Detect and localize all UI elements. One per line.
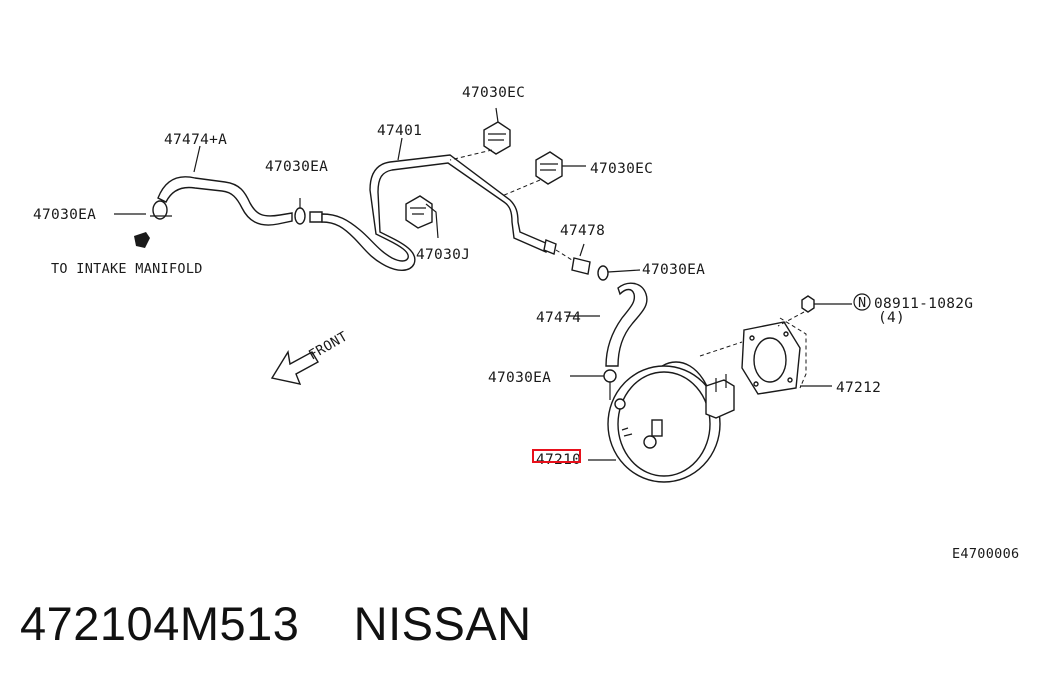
front-arrow-icon bbox=[270, 350, 319, 385]
clip-47030ec-top[interactable] bbox=[449, 107, 511, 161]
label-47030ea-booster: 47030EA bbox=[488, 370, 551, 386]
label-47478: 47478 bbox=[560, 223, 605, 239]
hose-47474a[interactable] bbox=[157, 176, 293, 226]
clamp-47030ea-valve[interactable] bbox=[597, 265, 641, 281]
figure-code: E4700006 bbox=[952, 546, 1019, 562]
part-number: 472104M513 bbox=[20, 597, 300, 650]
clamp-47030ea-upper[interactable] bbox=[294, 198, 306, 225]
label-nut-circle: N bbox=[858, 295, 866, 311]
clip-47030ec-right[interactable] bbox=[501, 151, 586, 197]
label-to-intake-manifold: TO INTAKE MANIFOLD bbox=[51, 261, 203, 277]
label-47474a: 47474+A bbox=[164, 132, 227, 148]
label-47401: 47401 bbox=[377, 123, 422, 139]
leader-lines bbox=[114, 137, 600, 317]
clamp-47030ea-left[interactable] bbox=[150, 200, 172, 220]
clip-47030j[interactable] bbox=[405, 195, 439, 239]
label-front: FRONT bbox=[306, 329, 350, 364]
page-title: 472104M513 NISSAN bbox=[20, 596, 532, 651]
clamp-47030ea-booster[interactable] bbox=[570, 369, 617, 383]
label-nut-qty: (4) bbox=[878, 310, 905, 326]
title-separator bbox=[299, 597, 353, 650]
label-47030ec-top: 47030EC bbox=[462, 85, 525, 101]
brand-name: NISSAN bbox=[353, 597, 532, 650]
highlight-box bbox=[532, 449, 581, 463]
label-47030j: 47030J bbox=[416, 247, 470, 263]
tube-47401[interactable] bbox=[321, 154, 557, 271]
label-47212: 47212 bbox=[836, 380, 881, 396]
label-47030ea-left: 47030EA bbox=[33, 207, 96, 223]
gasket-47212[interactable] bbox=[741, 317, 832, 395]
intake-manifold-arrow-icon bbox=[134, 232, 150, 248]
label-47210: 47210 bbox=[536, 452, 581, 468]
label-47030ec-right: 47030EC bbox=[590, 161, 653, 177]
valve-leader bbox=[555, 249, 573, 261]
label-47474: 47474 bbox=[536, 310, 581, 326]
nut-08911-1082g[interactable] bbox=[777, 293, 871, 327]
hose-47474[interactable] bbox=[605, 282, 648, 367]
label-47030ea-upper: 47030EA bbox=[265, 159, 328, 175]
valve-47478[interactable] bbox=[571, 243, 591, 275]
label-47030ea-valve: 47030EA bbox=[642, 262, 705, 278]
label-08911-1082g: 08911-1082G bbox=[874, 296, 973, 312]
connector-small-left bbox=[309, 211, 323, 223]
brake-booster-47210[interactable] bbox=[588, 341, 743, 483]
